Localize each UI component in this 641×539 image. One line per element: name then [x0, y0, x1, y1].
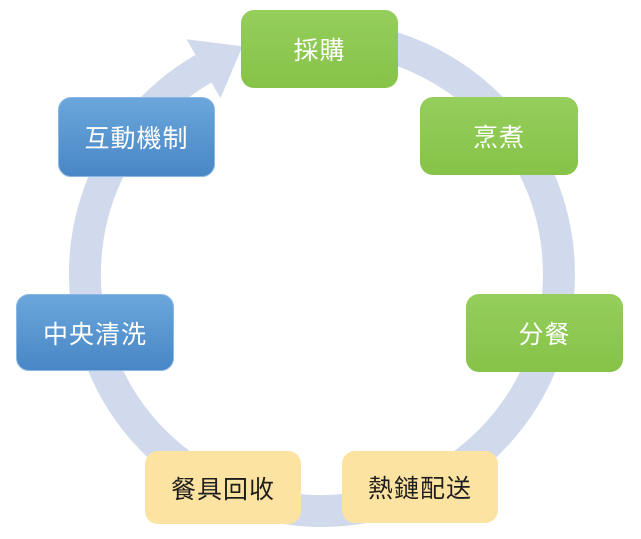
node-label: 互動機制: [84, 125, 189, 153]
node-label: 中央清洗: [42, 320, 147, 349]
node-procurement: 採購: [241, 10, 398, 88]
node-label: 烹煮: [472, 124, 525, 152]
node-tableware-recycling: 餐具回收: [145, 451, 301, 524]
node-meal-distribution: 分餐: [466, 294, 623, 372]
node-label: 餐具回收: [170, 475, 275, 504]
node-label: 採購: [293, 37, 346, 65]
node-interaction-mechanism: 互動機制: [58, 97, 215, 177]
node-label: 熱鏈配送: [367, 475, 472, 503]
node-label: 分餐: [518, 321, 571, 349]
arrow-head-icon: [186, 39, 243, 99]
node-central-washing: 中央清洗: [16, 294, 174, 371]
node-cooking: 烹煮: [420, 97, 578, 175]
node-hot-chain-delivery: 熱鏈配送: [342, 451, 498, 523]
